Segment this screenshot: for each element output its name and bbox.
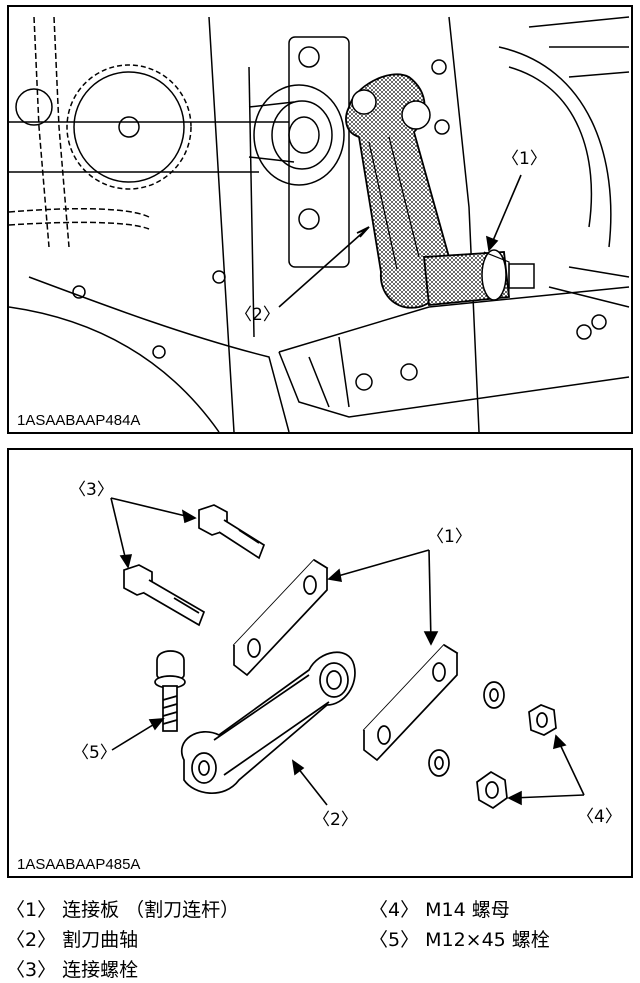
figure-code-bottom: 1ASAABAAP485A xyxy=(15,856,143,873)
lock-washer-2 xyxy=(428,749,450,777)
legend-num: 〈3〉 xyxy=(6,959,57,981)
parts-legend: 〈1〉连接板 （割刀连杆） 〈2〉割刀曲轴 〈3〉连接螺栓 〈4〉M14 螺母 … xyxy=(6,895,634,981)
callout-2-top: 〈2〉 xyxy=(235,305,280,325)
legend-label: 连接螺栓 xyxy=(62,959,139,981)
connecting-bolt-1 xyxy=(198,504,266,560)
legend-label: 割刀曲轴 xyxy=(62,929,139,951)
bearing-housing xyxy=(248,36,350,268)
legend-item-1: 〈1〉连接板 （割刀连杆） xyxy=(6,895,239,922)
legend-label: M14 螺母 xyxy=(425,899,510,921)
figure-code-top: 1ASAABAAP484A xyxy=(15,412,143,429)
m14-nut-2 xyxy=(476,770,508,810)
lock-washer-1 xyxy=(483,681,505,709)
m12x45-bolt xyxy=(154,650,186,732)
legend-num: 〈2〉 xyxy=(6,929,57,951)
connecting-plate-upper xyxy=(232,558,329,677)
callout-1-top: 〈1〉 xyxy=(502,149,547,169)
figure-installed-view: 〈1〉 〈2〉 1ASAABAAP484A xyxy=(7,5,633,434)
legend-item-3: 〈3〉连接螺栓 xyxy=(6,955,138,982)
drive-chain xyxy=(9,16,192,248)
callout-3: 〈3〉 xyxy=(69,480,114,500)
callout-2-bottom: 〈2〉 xyxy=(313,810,358,830)
cutter-crankshaft-part xyxy=(181,651,356,795)
callout-4: 〈4〉 xyxy=(577,807,622,827)
connecting-bolt-2 xyxy=(123,564,206,627)
callout-1-bottom: 〈1〉 xyxy=(427,527,472,547)
m14-nut-1 xyxy=(528,704,557,736)
callout-5: 〈5〉 xyxy=(72,743,117,763)
connecting-plate xyxy=(423,249,535,306)
legend-item-2: 〈2〉割刀曲轴 xyxy=(6,925,138,952)
legend-num: 〈5〉 xyxy=(369,929,420,951)
legend-num: 〈1〉 xyxy=(6,899,57,921)
leader-arrows-bottom xyxy=(110,497,585,806)
exploded-parts-drawing: 〈3〉 〈1〉 〈5〉 〈2〉 〈4〉 xyxy=(69,480,622,830)
cutter-crankshaft xyxy=(345,73,451,309)
legend-item-5: 〈5〉M12×45 螺栓 xyxy=(369,925,550,952)
figure-exploded-view: 〈3〉 〈1〉 〈5〉 〈2〉 〈4〉 1ASAABAAP485A xyxy=(7,448,633,878)
legend-label: M12×45 螺栓 xyxy=(425,929,550,951)
leader-arrows xyxy=(278,174,522,308)
legend-num: 〈4〉 xyxy=(369,899,420,921)
connecting-plate-lower xyxy=(362,643,459,762)
legend-label: 连接板 （割刀连杆） xyxy=(62,899,240,921)
legend-item-4: 〈4〉M14 螺母 xyxy=(369,895,510,922)
installed-assembly-drawing: 〈1〉 〈2〉 xyxy=(9,16,630,432)
